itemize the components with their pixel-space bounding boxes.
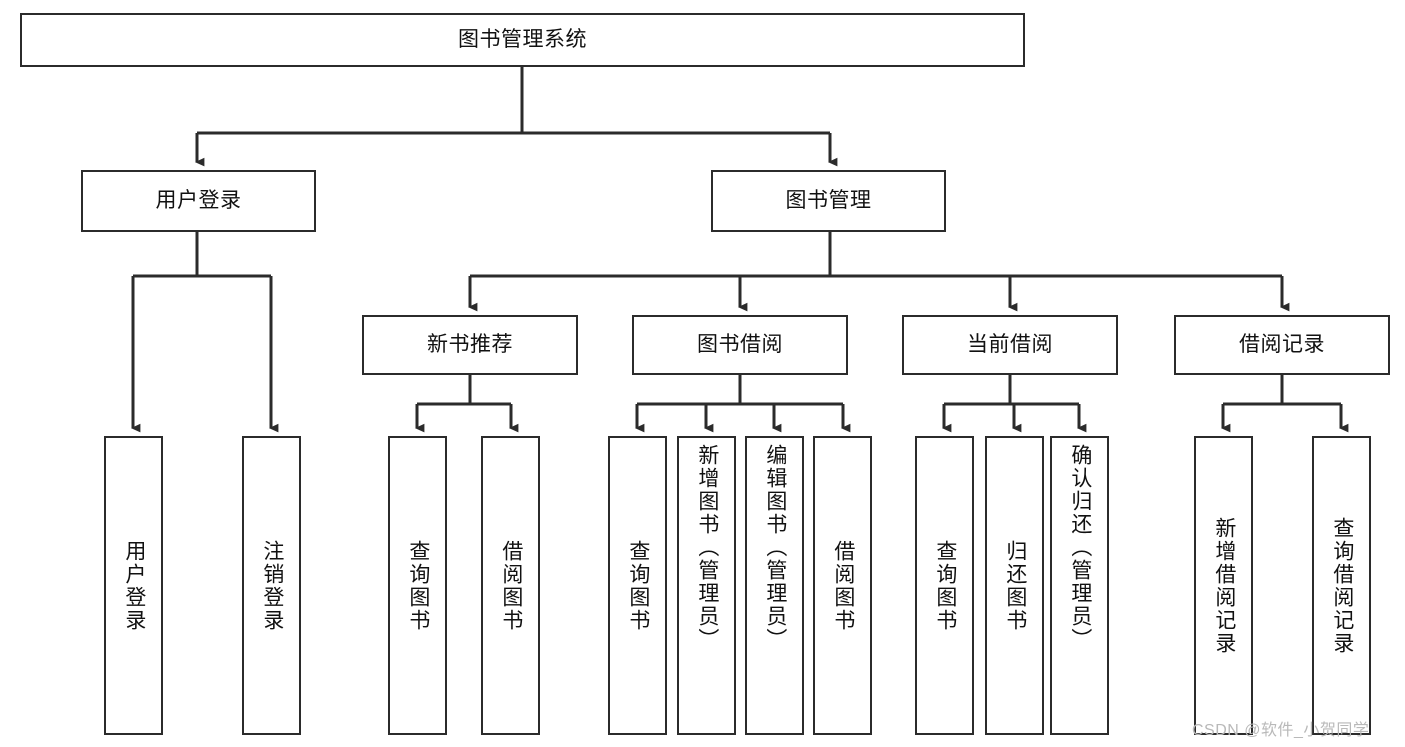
leaf-label: 借阅图书 bbox=[831, 539, 855, 632]
leaf-label: 归还图书 bbox=[1003, 539, 1027, 632]
leaf-label: 新增借阅记录 bbox=[1212, 516, 1236, 655]
node-current-borrow-label: 当前借阅 bbox=[967, 333, 1053, 357]
leaf-label: 查询图书 bbox=[406, 539, 430, 632]
node-current-borrow[interactable]: 当前借阅 bbox=[902, 315, 1118, 375]
csdn-watermark: CSDN @软件_小贺同学 bbox=[1192, 722, 1370, 739]
leaf-label: 借阅图书 bbox=[499, 539, 523, 632]
leaf-label: 查询借阅记录 bbox=[1330, 516, 1354, 655]
leaf-record-query-record[interactable]: 查询借阅记录 bbox=[1312, 436, 1371, 735]
leaf-borrow-edit-book-admin[interactable]: 编辑图书（管理员） bbox=[745, 436, 804, 735]
leaf-record-add-record[interactable]: 新增借阅记录 bbox=[1194, 436, 1253, 735]
node-book-management[interactable]: 图书管理 bbox=[711, 170, 946, 232]
leaf-current-confirm-return-admin[interactable]: 确认归还（管理员） bbox=[1050, 436, 1109, 735]
leaf-recommend-query-book[interactable]: 查询图书 bbox=[388, 436, 447, 735]
leaf-borrow-borrow-book[interactable]: 借阅图书 bbox=[813, 436, 872, 735]
node-borrow-record[interactable]: 借阅记录 bbox=[1174, 315, 1390, 375]
node-borrow-record-label: 借阅记录 bbox=[1239, 333, 1325, 357]
leaf-label: 编辑图书（管理员） bbox=[763, 444, 787, 651]
node-book-management-label: 图书管理 bbox=[785, 189, 872, 213]
node-new-book-recommend[interactable]: 新书推荐 bbox=[362, 315, 578, 375]
leaf-current-query-book[interactable]: 查询图书 bbox=[915, 436, 974, 735]
node-new-book-recommend-label: 新书推荐 bbox=[427, 333, 513, 357]
node-user-login[interactable]: 用户登录 bbox=[81, 170, 316, 232]
leaf-label: 查询图书 bbox=[626, 539, 650, 632]
node-book-borrow[interactable]: 图书借阅 bbox=[632, 315, 848, 375]
leaf-label: 确认归还（管理员） bbox=[1068, 444, 1092, 651]
leaf-borrow-add-book-admin[interactable]: 新增图书（管理员） bbox=[677, 436, 736, 735]
leaf-label: 查询图书 bbox=[933, 539, 957, 632]
leaf-label: 新增图书（管理员） bbox=[695, 444, 719, 651]
leaf-current-return-book[interactable]: 归还图书 bbox=[985, 436, 1044, 735]
node-root[interactable]: 图书管理系统 bbox=[20, 13, 1025, 67]
node-book-borrow-label: 图书借阅 bbox=[697, 333, 783, 357]
node-root-label: 图书管理系统 bbox=[458, 28, 587, 52]
leaf-borrow-query-book[interactable]: 查询图书 bbox=[608, 436, 667, 735]
leaf-user-login-logout[interactable]: 注销登录 bbox=[242, 436, 301, 735]
leaf-recommend-borrow-book[interactable]: 借阅图书 bbox=[481, 436, 540, 735]
leaf-label: 用户登录 bbox=[122, 539, 146, 632]
node-user-login-label: 用户登录 bbox=[155, 189, 242, 213]
leaf-label: 注销登录 bbox=[260, 539, 284, 632]
leaf-user-login-login[interactable]: 用户登录 bbox=[104, 436, 163, 735]
